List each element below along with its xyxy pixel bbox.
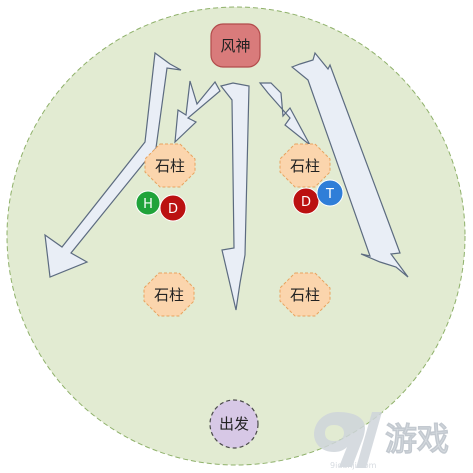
pillar-shape <box>144 143 196 188</box>
tank-label: T <box>325 187 334 202</box>
arrow-center <box>219 82 250 311</box>
player-dps-left: D <box>159 194 187 222</box>
boss-marker <box>210 23 261 68</box>
dps-label: D <box>301 195 311 210</box>
dps-marker <box>292 187 320 215</box>
watermark-site: 9idanji.com <box>330 461 377 470</box>
arrow-far-right <box>290 51 409 278</box>
healer-label: H <box>143 197 153 212</box>
pillar-shape <box>279 272 331 317</box>
pillar-label: 石柱 <box>155 157 185 175</box>
player-tank: T <box>316 179 344 207</box>
pillar-bottom-left: 石柱 <box>143 272 195 317</box>
pillar-label: 石柱 <box>290 157 320 175</box>
pillar-bottom-right: 石柱 <box>279 272 331 317</box>
boss-label: 风神 <box>220 37 250 55</box>
wind-arrows <box>44 51 409 311</box>
watermark: 游戏 9idanji.com <box>314 412 449 470</box>
start-marker <box>209 399 259 449</box>
pillar-shape <box>143 272 195 317</box>
watermark-text: 游戏 <box>385 420 449 458</box>
pillar-shape <box>279 143 331 188</box>
player-dps-right: D <box>292 187 320 215</box>
arrow-inner-right <box>258 82 311 146</box>
tank-marker <box>316 179 344 207</box>
pillar-top-left: 石柱 <box>144 143 196 188</box>
arrow-far-left <box>44 51 182 278</box>
start-label: 出发 <box>219 415 249 433</box>
pillar-label: 石柱 <box>154 286 184 304</box>
arrow-inner-left <box>174 80 221 144</box>
healer-marker <box>135 190 161 216</box>
pillar-label: 石柱 <box>290 286 320 304</box>
dps-marker <box>159 194 187 222</box>
player-healer: H <box>135 190 161 216</box>
dps-label: D <box>168 202 178 217</box>
watermark-logo-icon <box>314 412 365 467</box>
watermark-logo-bar-icon <box>356 412 382 468</box>
pillar-top-right: 石柱 <box>279 143 331 188</box>
